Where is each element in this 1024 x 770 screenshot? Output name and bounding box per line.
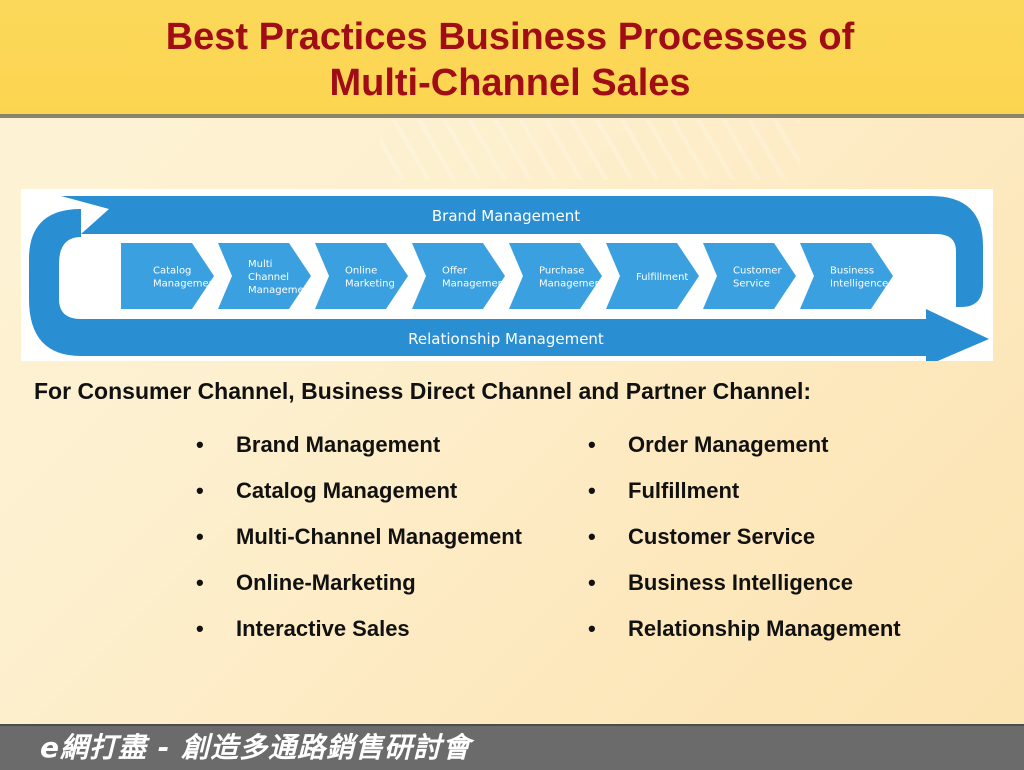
list-item: Fulfillment <box>588 476 948 506</box>
process-step-arrow <box>606 243 699 309</box>
process-step-arrow <box>509 243 602 309</box>
left-bullet-list: Brand Management Catalog Management Mult… <box>196 430 526 660</box>
relationship-band <box>29 209 989 361</box>
list-item: Relationship Management <box>588 614 948 644</box>
slide-title: Best Practices Business Processes of Mul… <box>40 14 980 106</box>
brand-management-label: Brand Management <box>432 207 580 225</box>
process-diagram-svg: Brand Management Relationship Management… <box>29 196 989 361</box>
process-step-arrow <box>121 243 214 309</box>
list-item: Interactive Sales <box>196 614 526 644</box>
process-diagram: Brand Management Relationship Management… <box>21 189 993 361</box>
list-item: Business Intelligence <box>588 568 948 598</box>
right-bullet-list: Order Management Fulfillment Customer Se… <box>588 430 948 660</box>
slide-title-line-1: Best Practices Business Processes of <box>165 16 855 58</box>
title-bar: Best Practices Business Processes of Mul… <box>0 0 1024 118</box>
background-decoration <box>380 120 800 180</box>
brand-band <box>61 196 983 307</box>
process-step-label: Fulfillment <box>636 272 688 283</box>
list-item: Catalog Management <box>196 476 526 506</box>
process-step-arrow <box>218 243 311 309</box>
list-item: Brand Management <box>196 430 526 460</box>
channels-heading: For Consumer Channel, Business Direct Ch… <box>34 378 812 404</box>
process-step-arrow <box>412 243 505 309</box>
relationship-management-label: Relationship Management <box>408 330 604 348</box>
list-item: Online-Marketing <box>196 568 526 598</box>
footer-bar: e網打盡 - 創造多通路銷售研討會 <box>0 724 1024 770</box>
slide-title-line-2: Multi-Channel Sales <box>329 62 691 104</box>
process-step-arrow <box>703 243 796 309</box>
process-step-arrow <box>315 243 408 309</box>
list-item: Multi-Channel Management <box>196 522 526 552</box>
list-item: Customer Service <box>588 522 948 552</box>
process-step-arrow <box>800 243 893 309</box>
footer-text: e網打盡 - 創造多通路銷售研討會 <box>40 731 472 764</box>
list-item: Order Management <box>588 430 948 460</box>
